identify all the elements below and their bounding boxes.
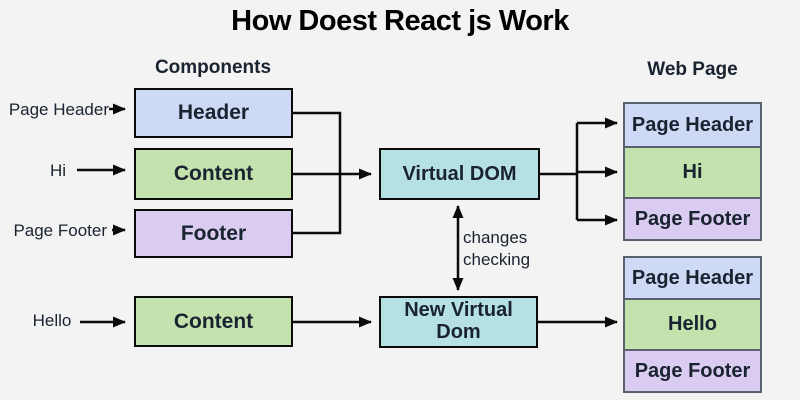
web-page-current: Page Header Hi Page Footer <box>623 102 762 241</box>
input-label-hello: Hello <box>32 311 72 330</box>
web-page-updated-row-content: Hello <box>625 298 760 349</box>
changes-checking-label: changes checking <box>463 227 563 271</box>
input-label-hi: Hi <box>49 161 67 180</box>
web-page-row-content: Hi <box>625 146 760 197</box>
new-virtual-dom-label: New Virtual Dom <box>404 299 513 343</box>
web-page-row-header: Page Header <box>625 104 760 146</box>
bracket-components <box>293 111 342 235</box>
component-box-footer: Footer <box>134 209 293 258</box>
changes-checking-line2: checking <box>463 250 531 270</box>
web-page-row-footer: Page Footer <box>625 197 760 239</box>
new-virtual-dom-box: New Virtual Dom <box>379 296 538 348</box>
input-label-page-header: Page Header <box>8 100 109 119</box>
web-page-updated-row-footer: Page Footer <box>625 349 760 391</box>
component-box-content: Content <box>134 148 293 200</box>
web-page-updated-row-header: Page Header <box>625 258 760 298</box>
input-label-page-footer: Page Footer <box>13 221 107 240</box>
component-box-header: Header <box>134 88 293 138</box>
changes-checking-line1: changes <box>463 228 528 247</box>
web-page-heading: Web Page <box>647 59 738 80</box>
components-heading: Components <box>154 57 272 78</box>
diagram-title: How Doest React js Work <box>231 5 569 37</box>
virtual-dom-box: Virtual DOM <box>379 148 540 200</box>
web-page-updated: Page Header Hello Page Footer <box>623 256 762 393</box>
component-box-new-content: Content <box>134 296 293 347</box>
